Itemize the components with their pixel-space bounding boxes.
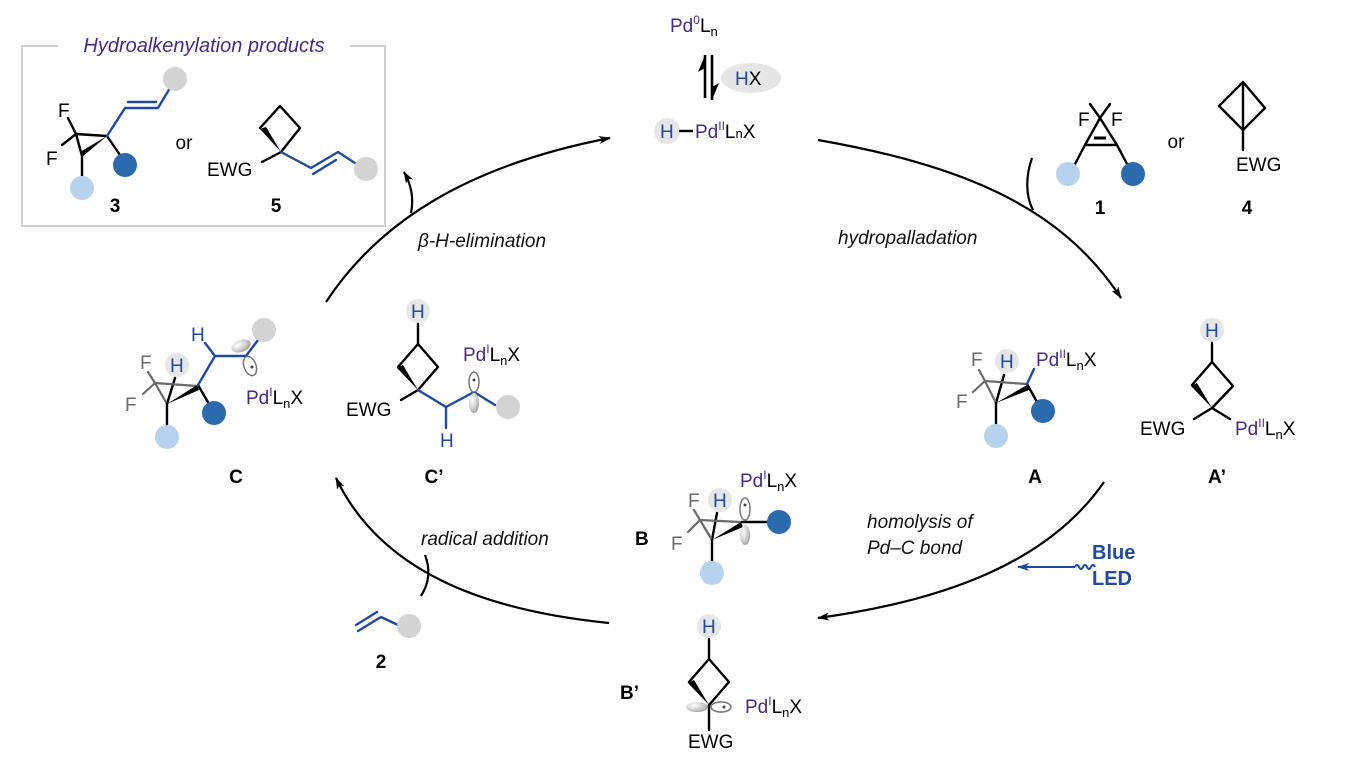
- svg-text:PdIILnX: PdIILnX: [695, 119, 756, 143]
- alkene-entry-arrow: [420, 554, 430, 597]
- h-pd-complex: H PdIILnX: [654, 118, 756, 144]
- substrate-entry-arrow: [1026, 157, 1034, 211]
- compound-4-structure: EWG 4: [1217, 80, 1281, 219]
- hydropalladation-label: hydropalladation: [838, 228, 977, 249]
- svg-text:F: F: [671, 534, 683, 555]
- pd-label: Pd: [695, 122, 718, 143]
- hx-byproduct: HX: [721, 63, 781, 93]
- ligand-count: n: [711, 24, 718, 39]
- svg-text:Pd0Ln: Pd0Ln: [670, 13, 718, 39]
- x-label: X: [749, 69, 762, 90]
- svg-text:PdILnX: PdILnX: [463, 342, 520, 368]
- or-text: or: [1168, 132, 1186, 153]
- h-label: H: [660, 122, 674, 143]
- svg-text:F: F: [1078, 110, 1090, 131]
- compound-1-structure: F F 1: [1056, 102, 1145, 219]
- products-box: Hydroalkenylation products F F 3 or EWG: [21, 35, 386, 227]
- intermediate-A-prime: H EWG PdIILnX A’: [1140, 318, 1296, 488]
- gray-substituent: [163, 67, 187, 91]
- pd-label: Pd: [670, 16, 693, 37]
- or-text: or: [176, 133, 194, 154]
- svg-text:H: H: [1205, 321, 1219, 342]
- product-release-arrow: [403, 171, 414, 214]
- compound-4-label: 4: [1242, 198, 1253, 219]
- svg-text:H: H: [702, 617, 716, 638]
- compound-5-structure: EWG 5: [207, 104, 378, 217]
- svg-text:H: H: [440, 431, 454, 452]
- ewg-label: EWG: [1236, 155, 1281, 176]
- pd0-catalyst: Pd0Ln: [670, 13, 718, 39]
- svg-text:F: F: [140, 353, 152, 374]
- radical-addition-label: radical addition: [421, 529, 549, 550]
- dark-blue-substituent: [113, 153, 137, 177]
- dark-blue-substituent: [1121, 162, 1145, 186]
- intermediate-C: H F F H PdILnX C: [125, 318, 303, 488]
- svg-text:PdIILnX: PdIILnX: [1235, 416, 1296, 442]
- svg-text:HX: HX: [735, 69, 762, 90]
- intermediate-C-prime: H EWG H PdILnX C’: [346, 299, 520, 488]
- cycle-arrows: [325, 136, 1122, 625]
- intermediate-C-label: C: [229, 467, 243, 488]
- intermediate-B-prime-label: B’: [620, 683, 639, 704]
- compound-3-label: 3: [110, 196, 121, 217]
- oxidation-state: 0: [693, 13, 700, 27]
- hx-highlight: [721, 63, 781, 93]
- radical-addition-arrow: [335, 477, 610, 625]
- products-box-border: [21, 45, 386, 227]
- compound-2-label: 2: [376, 652, 387, 673]
- intermediate-A: H F F PdIILnX A: [956, 347, 1097, 488]
- homolysis-label-line2: Pd–C bond: [867, 538, 964, 559]
- intermediate-C-prime-label: C’: [425, 467, 444, 488]
- gray-substituent: [354, 157, 378, 181]
- svg-text:PdILnX: PdILnX: [246, 385, 303, 411]
- blue-led-label-line2: LED: [1092, 568, 1132, 590]
- svg-text:F: F: [956, 392, 968, 413]
- svg-text:F: F: [688, 491, 700, 512]
- h-highlight: [654, 118, 680, 144]
- blue-led-label-line1: Blue: [1092, 542, 1135, 564]
- svg-text:H: H: [411, 302, 425, 323]
- svg-text:F: F: [1111, 110, 1123, 131]
- svg-text:PdILnX: PdILnX: [745, 694, 802, 720]
- light-blue-substituent: [1056, 162, 1080, 186]
- light-wave-icon: [1074, 564, 1096, 570]
- blue-led-indicator: Blue LED: [1017, 542, 1135, 590]
- svg-text:PdILnX: PdILnX: [740, 468, 797, 494]
- svg-text:EWG: EWG: [346, 400, 391, 421]
- ligand-label: L: [700, 16, 711, 37]
- fluorine-label: F: [58, 101, 70, 122]
- compound-3-structure: F F 3: [46, 67, 187, 217]
- svg-text:PdIILnX: PdIILnX: [1036, 347, 1097, 373]
- svg-text:EWG: EWG: [688, 732, 733, 753]
- intermediate-B-label: B: [635, 529, 649, 550]
- compound-2-structure: 2: [354, 610, 421, 673]
- svg-text:H: H: [1000, 352, 1014, 373]
- svg-text:H: H: [191, 325, 205, 346]
- svg-text:F: F: [971, 350, 983, 371]
- hydropalladation-arrow: [817, 138, 1122, 299]
- intermediate-B-prime: B’ H EWG PdILnX: [620, 614, 802, 753]
- beta-h-elimination-arrow: [325, 136, 611, 303]
- svg-text:EWG: EWG: [1140, 419, 1185, 440]
- products-box-title: Hydroalkenylation products: [83, 35, 324, 57]
- ewg-label: EWG: [207, 160, 252, 181]
- compound-5-label: 5: [271, 196, 282, 217]
- svg-text:F: F: [125, 395, 137, 416]
- h-label: H: [735, 69, 749, 90]
- intermediate-B: B H F F PdILnX: [635, 468, 797, 585]
- homolysis-label-line1: homolysis of: [867, 512, 974, 533]
- fluorine-label: F: [46, 149, 58, 170]
- equilibrium-arrows: [698, 55, 719, 100]
- light-blue-substituent: [70, 176, 94, 200]
- svg-text:H: H: [170, 356, 184, 377]
- compound-1-label: 1: [1095, 198, 1106, 219]
- beta-h-elimination-label: β-H-elimination: [417, 231, 546, 252]
- intermediate-A-label: A: [1028, 467, 1042, 488]
- svg-text:H: H: [713, 491, 727, 512]
- homolysis-arrow: [817, 481, 1105, 621]
- intermediate-A-prime-label: A’: [1208, 467, 1226, 488]
- oxidation-state: II: [718, 119, 725, 133]
